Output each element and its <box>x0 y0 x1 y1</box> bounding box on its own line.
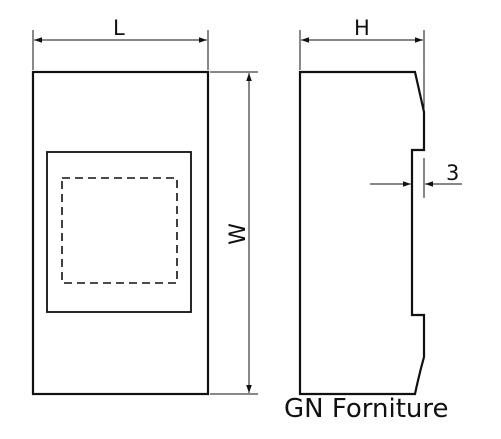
length-dimension <box>32 30 209 70</box>
brand-watermark: GN Forniture <box>284 394 449 424</box>
front-outline <box>31 70 210 396</box>
width-label: W <box>226 223 251 245</box>
height-dimension <box>299 30 425 112</box>
side-view <box>298 70 426 396</box>
offset-dimension <box>370 158 462 198</box>
front-window-hidden <box>61 177 178 284</box>
height-label: H <box>354 16 370 40</box>
front-window-frame <box>46 151 192 313</box>
front-view <box>31 70 210 396</box>
offset-label: 3 <box>446 161 459 185</box>
width-dimension <box>210 71 258 395</box>
side-outline <box>298 70 426 396</box>
length-label: L <box>113 16 125 40</box>
